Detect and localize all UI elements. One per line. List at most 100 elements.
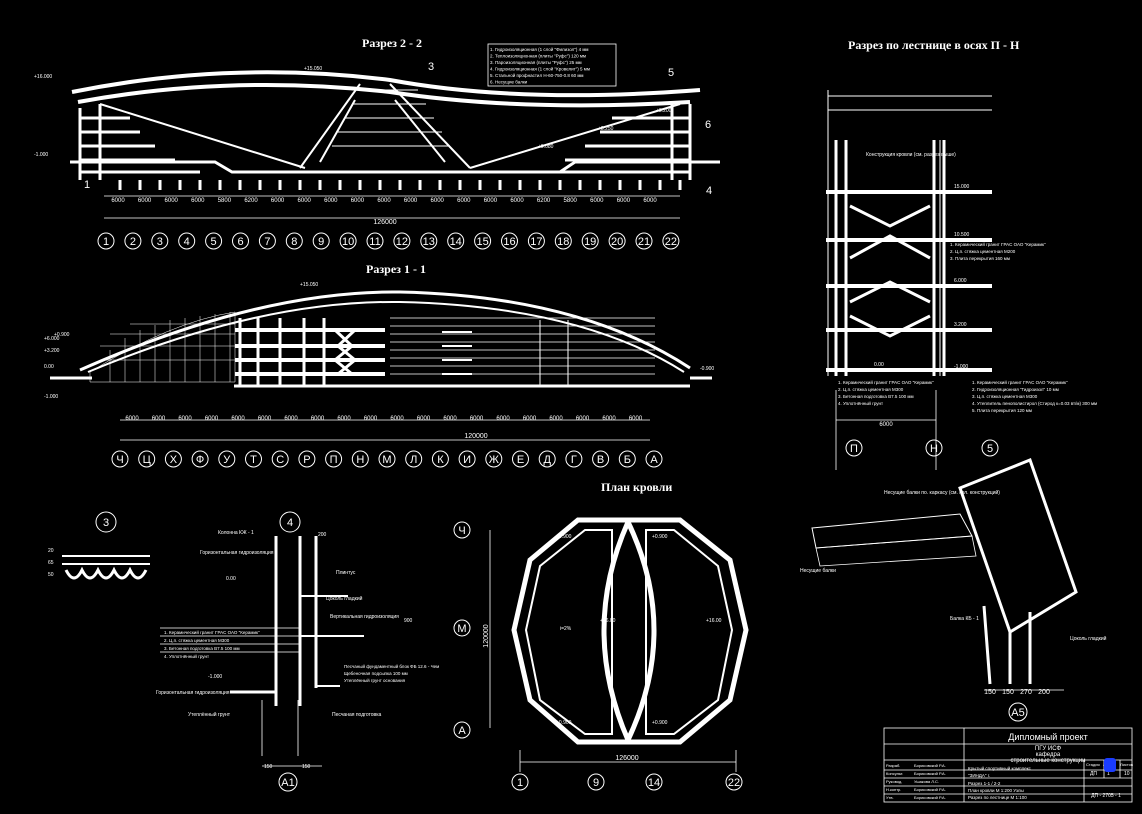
axis-bubble-label: В — [597, 454, 604, 466]
roof-plan-drawing — [489, 517, 749, 772]
title-block-stage-value: 1 — [1107, 771, 1110, 777]
dimension-label: 6000 — [377, 198, 391, 204]
axis-bubble-label: А — [650, 454, 658, 466]
axis-bubble-circle — [393, 232, 411, 250]
legend-line: 5. Плита перекрытия 120 мм — [972, 408, 1032, 413]
axis-bubble-circle — [458, 450, 476, 468]
level-mark: +15.050 — [300, 282, 318, 288]
legend-line: 2. Ц.п. стяжка цементная М200 — [950, 249, 1016, 254]
dimension-label: 6000 — [178, 416, 192, 422]
callout-bubble-label: 4 — [287, 517, 293, 529]
legend-line: 3. Ц.п. стяжка цементная М300 — [972, 394, 1038, 399]
title-roof-plan: План кровли — [601, 480, 673, 494]
legend-line: Утеплённый грунт основания — [344, 677, 406, 683]
axis-bubble-circle — [164, 450, 182, 468]
level-mark: +0.900 — [652, 534, 668, 540]
axis-bubble-label: 4 — [184, 236, 190, 248]
dimension-total: 120000 — [483, 624, 490, 647]
node-label: Плинтус — [336, 570, 356, 576]
axis-bubble-circle — [124, 232, 142, 250]
axis-bubble-label: Г — [571, 454, 577, 466]
dimension-label: 6000 — [523, 416, 537, 422]
title-block-subtitle: строительные конструкции — [1011, 758, 1086, 764]
axis-bubble-circle — [151, 232, 169, 250]
axis-bubble-circle — [218, 450, 236, 468]
dimension-label: 6000 — [496, 416, 510, 422]
axis-bubble-label: 16 — [503, 236, 515, 248]
callout-number: 4 — [706, 185, 712, 197]
axis-bubble-circle — [312, 232, 330, 250]
title-block-title: Дипломный проект — [1008, 732, 1088, 742]
callout-bubble-label: 5 — [987, 443, 993, 455]
axis-bubble-label: 22 — [728, 777, 740, 789]
level-mark: 3.200 — [954, 322, 967, 328]
dimension-label: 150 — [984, 689, 996, 696]
axis-bubble-circle — [565, 450, 583, 468]
callout-bubble-label: 3 — [103, 517, 109, 529]
title-block-name: Борисовский Р.А. — [914, 787, 946, 792]
axis-bubble-circle — [298, 450, 316, 468]
axis-bubble-circle — [138, 450, 156, 468]
node-5-drawing — [811, 458, 1078, 691]
title-block-sheet: Разрез 1-1 / 2-2 — [968, 781, 1001, 786]
title-section-2-2: Разрез 2 - 2 — [362, 36, 422, 50]
axis-bubble-circle — [111, 450, 129, 468]
axis-bubble-circle — [501, 232, 518, 250]
dimension-label: 6000 — [590, 198, 604, 204]
stair-note: Конструкция кровли (см. разрез выше) — [866, 152, 956, 158]
dimension-label: 270 — [1020, 689, 1032, 696]
legend-line: 5. Стальной профнастил Н-60-750-0.8 60 м… — [490, 72, 584, 78]
level-mark: +16.000 — [34, 74, 52, 80]
node-3-drawing — [62, 555, 150, 580]
axis-bubble-circle — [325, 450, 343, 468]
axis-bubble-circle — [245, 450, 262, 468]
axis-bubble-circle — [512, 450, 529, 468]
callout-number: 1 — [84, 179, 90, 191]
dimension-label: 6000 — [431, 198, 445, 204]
dimension-label: 6000 — [191, 198, 205, 204]
axis-bubble-label: 9 — [593, 777, 599, 789]
axis-bubble-circle — [271, 450, 289, 468]
dimension-label: 6000 — [879, 422, 893, 428]
dimension-label: 200 — [318, 532, 327, 538]
axis-bubble-circle — [351, 450, 369, 468]
title-block-role: Утв. — [886, 795, 894, 800]
dimension-label: 5800 — [564, 198, 578, 204]
dimension-label: 150 — [1002, 689, 1014, 696]
title-block-name: Ушакова Л.С. — [914, 779, 939, 784]
axis-bubble-circle — [925, 439, 943, 457]
level-mark: 15.000 — [954, 184, 970, 190]
level-mark: -0.900 — [700, 366, 714, 372]
dimension-label: 6000 — [617, 198, 631, 204]
axis-bubble-label: Ф — [196, 454, 204, 466]
axis-bubble-label: 1 — [517, 777, 523, 789]
legend-line: 1. Керамический гранит ГРАС ОАО "Керамик… — [972, 379, 1068, 385]
legend-line: 4. Уплотнённый грунт — [838, 400, 883, 406]
node-label: Песчаная подготовка — [332, 712, 381, 718]
dimension-label: 6000 — [152, 416, 166, 422]
axis-bubble-label: 11 — [369, 236, 380, 248]
dimension-label: 6000 — [324, 198, 338, 204]
axis-bubble-circle — [191, 450, 209, 468]
axis-bubble-circle — [431, 450, 449, 468]
legend-line: Щебеночная подсыпка 100 мм — [344, 671, 408, 676]
axis-bubble-circle — [453, 619, 471, 637]
title-block — [883, 727, 1133, 803]
title-block-stage-value: 10 — [1124, 771, 1130, 777]
level-mark: +3.200 — [44, 348, 60, 354]
node-label: Горизонтальная гидроизоляция — [156, 690, 230, 696]
title-block-project: Крытый спортивный комплекс — [968, 765, 1032, 771]
axis-bubble-label: Ж — [489, 454, 499, 466]
dimension-label: 6000 — [205, 416, 219, 422]
callout-bubble-circle — [981, 439, 999, 457]
axis-bubble-circle — [527, 232, 545, 250]
node-label: Балка КБ - 1 — [950, 616, 979, 622]
axis-bubble-label: И — [463, 454, 471, 466]
axis-bubble-circle — [635, 232, 653, 250]
axis-bubble-label: Н — [356, 454, 364, 466]
legend-line: Песчаный фундаментный блок ФБ 12.6 - Чем — [344, 663, 439, 669]
title-block-sheet: План кровли М 1:200 Узлы — [968, 788, 1024, 793]
